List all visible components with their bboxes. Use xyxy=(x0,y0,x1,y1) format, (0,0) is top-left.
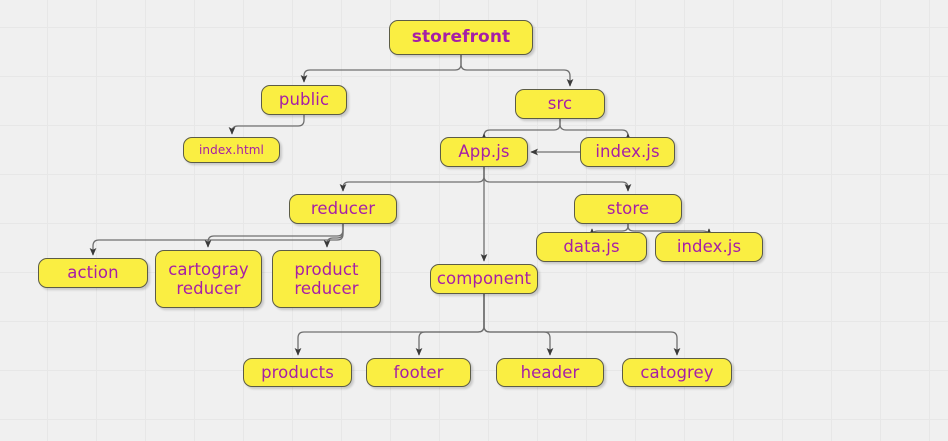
node-index-js-store[interactable]: index.js xyxy=(655,232,763,262)
edge-public-indexhtml xyxy=(228,115,305,135)
edge-src-indexjs xyxy=(559,119,632,142)
node-src[interactable]: src xyxy=(515,89,605,119)
node-data-js[interactable]: data.js xyxy=(536,232,647,262)
node-store[interactable]: store xyxy=(574,194,682,224)
edge-component-footer xyxy=(415,294,485,356)
node-header[interactable]: header xyxy=(496,358,604,387)
node-storefront[interactable]: storefront xyxy=(389,20,533,55)
node-cartogray-reducer[interactable]: cartogray reducer xyxy=(155,250,262,308)
node-action[interactable]: action xyxy=(38,258,148,288)
edge-reducer-productreducer xyxy=(323,224,344,248)
node-product-reducer[interactable]: product reducer xyxy=(272,250,381,308)
node-component[interactable]: component xyxy=(430,264,538,294)
edge-appjs-store xyxy=(483,167,632,192)
node-index-html[interactable]: index.html xyxy=(183,137,280,163)
edge-component-catogrey xyxy=(483,294,681,356)
node-reducer[interactable]: reducer xyxy=(289,194,397,224)
node-public[interactable]: public xyxy=(261,85,347,115)
node-products[interactable]: products xyxy=(243,358,352,387)
node-footer[interactable]: footer xyxy=(366,358,471,387)
edge-reducer-cartogray xyxy=(204,224,344,248)
node-catogrey[interactable]: catogrey xyxy=(622,358,732,387)
node-index-js-src[interactable]: index.js xyxy=(580,137,675,167)
node-app-js[interactable]: App.js xyxy=(440,137,528,167)
edge-component-header xyxy=(483,294,554,356)
edge-storefront-public xyxy=(300,55,462,83)
edge-appjs-reducer xyxy=(339,167,485,192)
edge-src-appjs xyxy=(480,119,561,142)
edge-storefront-src xyxy=(460,55,574,87)
